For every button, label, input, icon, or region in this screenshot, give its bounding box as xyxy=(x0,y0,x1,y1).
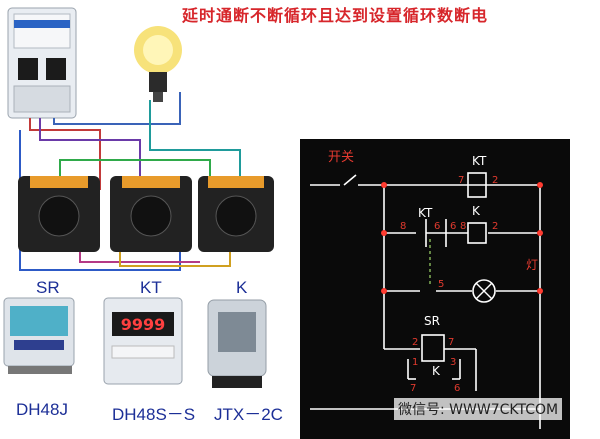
relay-base-2 xyxy=(110,176,192,252)
sr-coil-label: SR xyxy=(424,314,440,328)
pin-k-left: 6 xyxy=(450,221,456,232)
light-bulb-icon xyxy=(134,26,182,102)
pin-ktc-left: 8 xyxy=(400,221,406,232)
pin-k-right: 8 xyxy=(460,221,466,232)
pin-sr-b3: 7 xyxy=(410,383,416,394)
pin-sr-b1: 1 xyxy=(412,357,418,368)
sr-coil xyxy=(421,334,445,362)
junction-nodes xyxy=(381,182,543,294)
wires xyxy=(19,92,241,271)
wiring-photo: 9999 xyxy=(3,7,274,388)
lamp-icon xyxy=(472,279,496,303)
sr-model: DH48J xyxy=(16,400,68,419)
kt-coil-label: KT xyxy=(472,154,487,168)
pin-kt-right: 2 xyxy=(492,175,498,186)
relay-base-3 xyxy=(198,176,274,252)
k-model: JTX－2C xyxy=(214,405,283,424)
k-inner-label: K xyxy=(432,364,441,378)
schematic-wires xyxy=(310,174,541,429)
kt-label: KT xyxy=(140,278,162,297)
kt-display: 9999 xyxy=(121,315,166,334)
lamp-label: 灯 xyxy=(526,258,538,272)
pin-sr-left: 2 xyxy=(412,337,418,348)
pin-k-coil-right: 2 xyxy=(492,221,498,232)
k-label: K xyxy=(236,278,248,297)
pin-ktc-right: 6 xyxy=(434,221,440,232)
k-relay-module xyxy=(207,299,267,388)
pin-numbers: 7 2 8 6 6 8 2 5 2 7 1 3 7 6 xyxy=(400,175,498,394)
pin-sr-right: 7 xyxy=(448,337,454,348)
kt-timer-module: 9999 xyxy=(103,297,183,385)
k-coil xyxy=(467,222,487,244)
sr-label: SR xyxy=(36,278,60,297)
kt-contact-label: KT xyxy=(418,206,433,220)
pin-sr-b2: 3 xyxy=(450,357,456,368)
pin-kt-left: 7 xyxy=(458,175,464,186)
kt-coil xyxy=(467,172,487,198)
pin-ktc2: 5 xyxy=(438,279,444,290)
sr-counter-module xyxy=(3,297,75,374)
kt-model: DH48S－S xyxy=(112,405,196,424)
relay-base-1 xyxy=(18,176,100,252)
circuit-breaker xyxy=(7,7,77,119)
pin-sr-b4: 6 xyxy=(454,383,460,394)
switch-label: 开关 xyxy=(328,150,354,165)
schematic-diagram: 开关 KT KT K 灯 SR K 7 2 8 6 6 8 2 5 2 7 1 … xyxy=(300,139,570,439)
watermark: 微信号: WWW7CKTCOM xyxy=(394,398,563,420)
schematic-bg xyxy=(300,139,570,439)
page-title: 延时通断不断循环且达到设置循环数断电 xyxy=(182,6,489,25)
k-coil-label: K xyxy=(472,204,481,218)
